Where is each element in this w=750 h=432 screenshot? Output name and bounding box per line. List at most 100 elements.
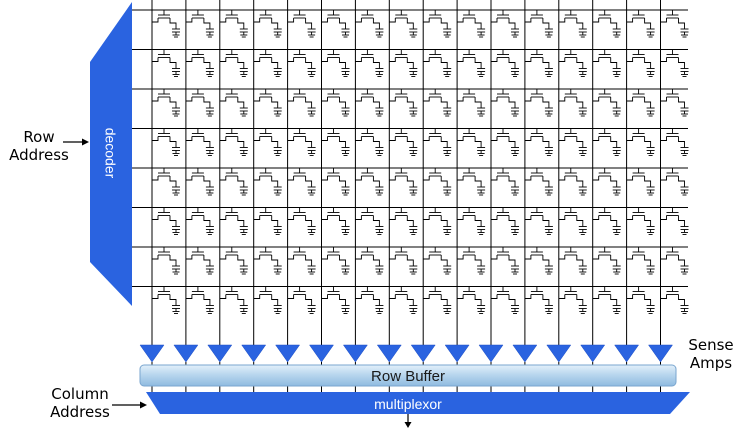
memory-cell: [423, 89, 452, 117]
memory-cell: [423, 286, 452, 314]
decoder-block: [90, 2, 132, 306]
memory-cell: [287, 247, 316, 275]
memory-cell: [253, 49, 282, 77]
memory-cell: [491, 286, 519, 314]
memory-cell: [355, 10, 384, 38]
memory-cell: [524, 247, 553, 275]
memory-cell: [491, 207, 519, 235]
memory-cell: [321, 49, 350, 77]
memory-cell: [219, 89, 248, 117]
memory-cell: [592, 207, 621, 235]
memory-cell: [558, 49, 587, 77]
memory-cell: [457, 247, 486, 275]
memory-cell: [626, 286, 655, 314]
row-buffer: [139, 364, 677, 387]
memory-cell: [558, 207, 587, 235]
memory-cell: [592, 247, 621, 275]
memory-cell: [185, 128, 214, 156]
memory-cell: [185, 49, 214, 77]
cell-grid: [132, 0, 688, 345]
sense-amp: [478, 344, 504, 363]
memory-cell: [152, 89, 180, 117]
memory-cell: [524, 286, 553, 314]
memory-cell: [524, 10, 553, 38]
sense-amp: [173, 344, 199, 363]
memory-cell: [423, 247, 452, 275]
memory-cell: [457, 89, 486, 117]
memory-cell: [287, 49, 316, 77]
memory-cell: [355, 286, 384, 314]
memory-cell: [389, 49, 418, 77]
memory-cell: [219, 207, 248, 235]
sense-amp: [207, 344, 233, 363]
memory-cell: [321, 128, 350, 156]
memory-cell: [660, 286, 689, 314]
sense-amp: [309, 344, 334, 363]
column-address-label: Column Address: [50, 385, 110, 421]
memory-cell: [524, 89, 553, 117]
memory-cells: [152, 10, 689, 314]
memory-cell: [355, 207, 384, 235]
memory-cell: [185, 207, 214, 235]
memory-cell: [626, 49, 655, 77]
memory-cell: [524, 207, 553, 235]
memory-cell: [389, 128, 418, 156]
memory-cell: [219, 286, 248, 314]
memory-cell: [389, 286, 418, 314]
sense-amplifiers: [139, 344, 673, 392]
memory-cell: [321, 168, 350, 196]
memory-cell: [558, 89, 587, 117]
sense-amp: [512, 344, 538, 363]
memory-cell: [219, 10, 248, 38]
memory-cell: [660, 168, 689, 196]
memory-cell: [423, 49, 452, 77]
memory-cell: [321, 247, 350, 275]
memory-cell: [287, 89, 316, 117]
output-arrow: [404, 414, 412, 428]
memory-cell: [219, 247, 248, 275]
memory-cell: [660, 207, 689, 235]
memory-cell: [423, 128, 452, 156]
memory-cell: [457, 286, 486, 314]
memory-cell: [287, 128, 316, 156]
memory-cell: [287, 286, 316, 314]
memory-cell: [185, 286, 214, 314]
memory-cell: [558, 247, 587, 275]
memory-cell: [253, 89, 282, 117]
memory-cell: [355, 89, 384, 117]
sense-amp: [614, 344, 640, 363]
memory-cell: [491, 128, 519, 156]
sense-amp: [648, 344, 673, 363]
memory-cell: [558, 10, 587, 38]
memory-cell: [219, 168, 248, 196]
sense-amp: [376, 344, 402, 363]
memory-cell: [152, 10, 180, 38]
memory-cell: [355, 168, 384, 196]
memory-cell: [660, 89, 689, 117]
memory-cell: [491, 49, 519, 77]
memory-cell: [558, 168, 587, 196]
memory-cell: [524, 49, 553, 77]
memory-cell: [253, 168, 282, 196]
sense-amp: [275, 344, 301, 363]
memory-cell: [423, 207, 452, 235]
sense-amp: [580, 344, 606, 363]
memory-cell: [660, 247, 689, 275]
memory-cell: [491, 89, 519, 117]
memory-cell: [592, 286, 621, 314]
memory-cell: [389, 247, 418, 275]
sense-amp: [139, 344, 165, 363]
memory-cell: [287, 168, 316, 196]
memory-cell: [660, 49, 689, 77]
memory-cell: [287, 10, 316, 38]
memory-cell: [321, 89, 350, 117]
memory-cell: [219, 49, 248, 77]
memory-cell: [287, 207, 316, 235]
memory-cell: [355, 49, 384, 77]
memory-cell: [152, 128, 180, 156]
memory-cell: [626, 168, 655, 196]
memory-cell: [321, 10, 350, 38]
multiplexor-block: [146, 392, 690, 414]
